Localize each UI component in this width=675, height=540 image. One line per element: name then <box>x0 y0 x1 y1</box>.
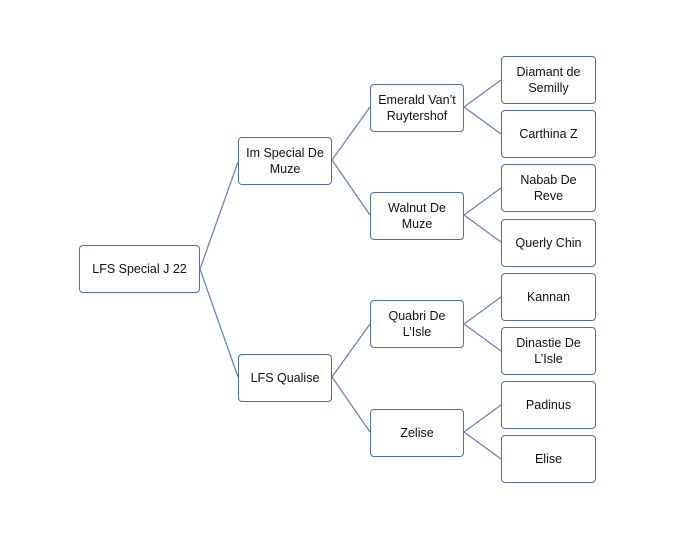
sire-sire-label: Emerald Van’t Ruytershof <box>378 93 456 123</box>
connector <box>463 431 502 460</box>
ds-dam-node: Dinastie De L’Isle <box>501 327 596 375</box>
dam-dam-label: Zelise <box>400 426 434 440</box>
connector <box>331 106 371 161</box>
dd-dam-node: Elise <box>501 435 596 483</box>
sire-node: Im Special De Muze <box>238 137 332 185</box>
connector <box>463 79 502 108</box>
dd-dam-label: Elise <box>534 452 563 466</box>
dd-sire-node: Padinus <box>501 381 596 429</box>
connector <box>199 268 239 378</box>
dd-sire-label: Padinus <box>525 398 572 412</box>
connector <box>463 187 502 216</box>
connector <box>463 323 502 352</box>
connector <box>463 214 502 243</box>
sire-sire-node: Emerald Van’t Ruytershof <box>370 84 464 132</box>
ss-dam-node: Carthina Z <box>501 110 596 158</box>
sd-sire-node: Nabab De Reve <box>501 164 596 212</box>
subject-label: LFS Special J 22 <box>92 262 187 276</box>
ds-dam-label: Dinastie De L’Isle <box>516 336 581 366</box>
sire-label: Im Special De Muze <box>246 146 324 176</box>
ss-sire-node: Diamant de Semilly <box>501 56 596 104</box>
dam-label: LFS Qualise <box>250 371 320 385</box>
subject-node: LFS Special J 22 <box>79 245 200 293</box>
connector <box>331 159 371 216</box>
ss-sire-label: Diamant de Semilly <box>516 65 581 95</box>
sire-dam-node: Walnut De Muze <box>370 192 464 240</box>
ss-dam-label: Carthina Z <box>519 127 578 141</box>
connector <box>463 106 502 135</box>
dam-node: LFS Qualise <box>238 354 332 402</box>
sire-dam-label: Walnut De Muze <box>388 201 446 231</box>
ds-sire-label: Kannan <box>526 290 571 304</box>
sd-dam-node: Querly Chin <box>501 219 596 267</box>
connector <box>463 404 502 433</box>
connector <box>331 376 371 433</box>
sd-sire-label: Nabab De Reve <box>520 173 577 203</box>
dam-dam-node: Zelise <box>370 409 464 457</box>
dam-sire-label: Quabri De L’Isle <box>388 309 446 339</box>
connector <box>199 161 239 270</box>
connector <box>463 296 502 325</box>
dam-sire-node: Quabri De L’Isle <box>370 300 464 348</box>
sd-dam-label: Querly Chin <box>515 236 582 250</box>
ds-sire-node: Kannan <box>501 273 596 321</box>
connector <box>331 323 371 378</box>
